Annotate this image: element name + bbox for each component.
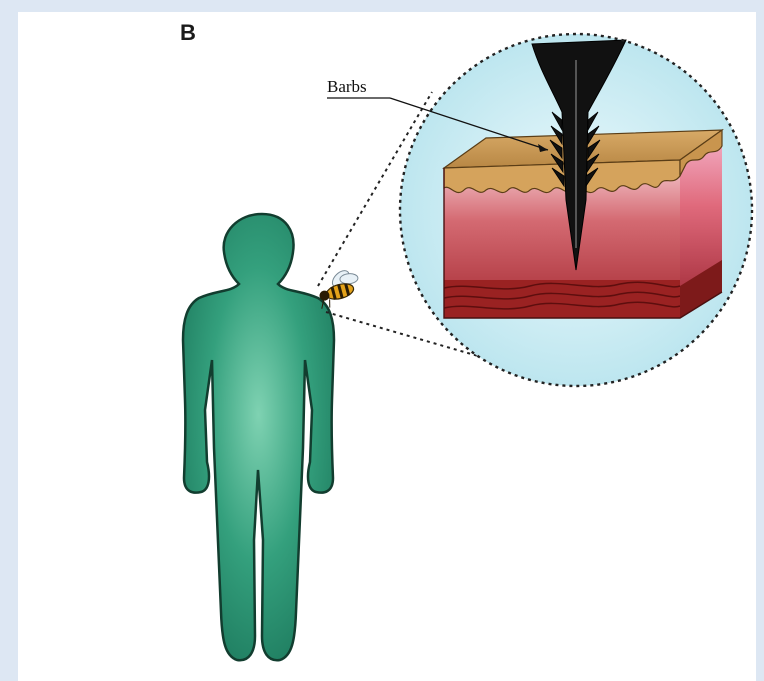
panel-letter: B	[180, 20, 196, 46]
human-figure	[183, 214, 334, 660]
human-silhouette-icon	[183, 214, 334, 660]
barbs-label: Barbs	[327, 77, 367, 97]
